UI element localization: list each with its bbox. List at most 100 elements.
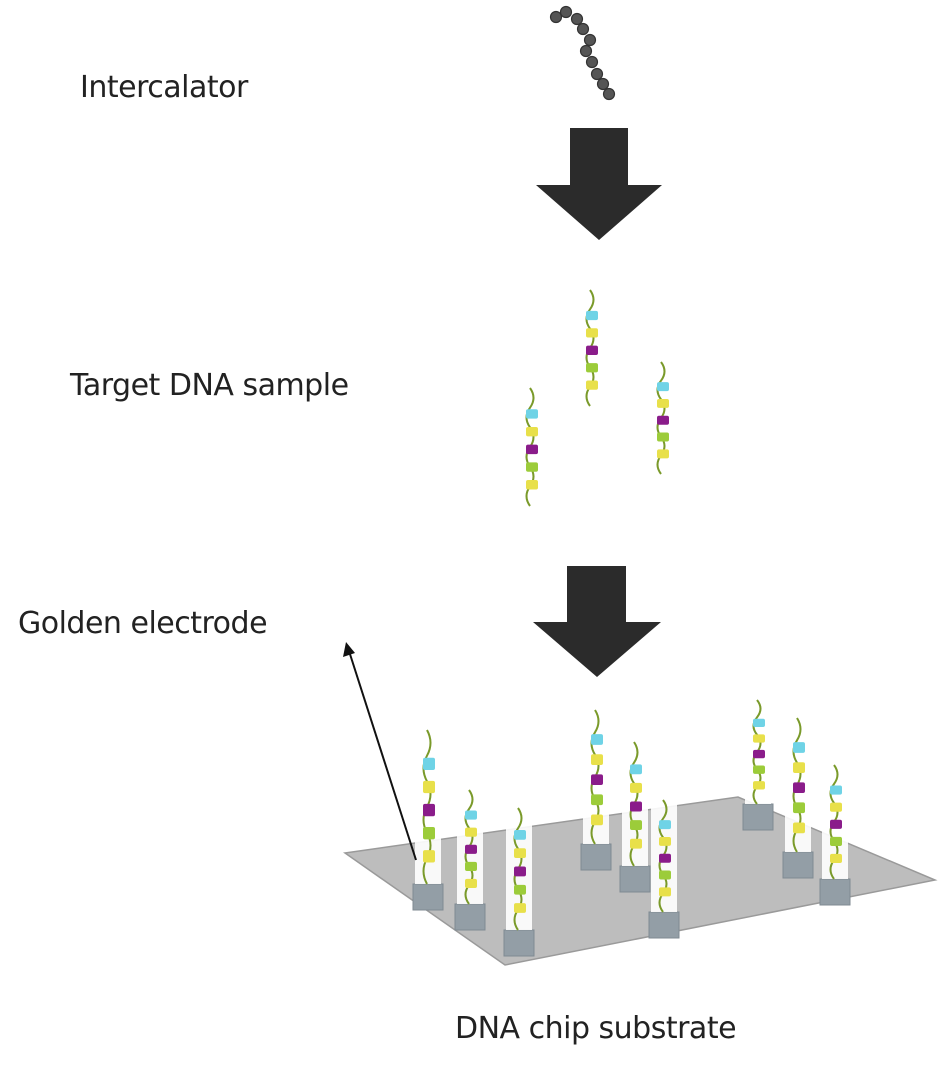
electrode-pad-icon (454, 903, 486, 931)
dna-base (659, 853, 671, 863)
dna-base (830, 802, 842, 812)
intercalator-bead (596, 77, 610, 91)
dna-base (753, 734, 765, 743)
dna-base (586, 363, 598, 373)
dna-base (423, 827, 435, 840)
dna-strand-icon (585, 289, 598, 407)
dna-strand-icon (629, 741, 642, 867)
dna-base (591, 814, 603, 826)
dna-base (586, 345, 598, 355)
down-arrow-icon (536, 128, 662, 240)
electrode-pad-icon (412, 883, 444, 911)
intercalator-bead (590, 67, 604, 81)
dna-base (591, 774, 603, 786)
electrode-pointer-arrow (343, 642, 417, 861)
dna-base (630, 782, 642, 793)
intercalator-bead (579, 44, 593, 58)
electrode-pad-icon (503, 929, 535, 957)
dna-base (630, 838, 642, 849)
dna-base (830, 836, 842, 846)
dna-base (657, 449, 669, 459)
dna-base (659, 887, 671, 897)
electrode-pad-icon (782, 851, 814, 879)
intercalator-bead (570, 12, 584, 26)
dna-base (830, 819, 842, 829)
dna-base (793, 742, 805, 753)
dna-base (465, 844, 477, 854)
dna-base (465, 878, 477, 889)
dna-base (591, 794, 603, 806)
down-arrow-icon (533, 566, 661, 677)
electrode-pad-icon (819, 878, 851, 906)
dna-strand-icon (464, 789, 477, 905)
dna-base (586, 380, 598, 390)
dna-base (659, 870, 671, 880)
dna-base (793, 802, 805, 814)
bound-dna-group (412, 699, 851, 957)
intercalator-bead (559, 5, 573, 19)
intercalator-bead (602, 87, 616, 101)
dna-strand-icon (752, 699, 765, 805)
dna-strand-icon (525, 387, 538, 507)
dna-base (526, 462, 538, 472)
dna-base (830, 853, 842, 864)
intercalator-label: Intercalator (80, 70, 248, 105)
dna-base (423, 780, 435, 794)
dna-base (753, 765, 765, 774)
intercalator-bead (576, 22, 590, 36)
dna-base (526, 444, 538, 455)
dna-base (793, 762, 805, 773)
dna-base (657, 382, 669, 392)
dna-strand-icon (658, 799, 671, 913)
dna-strand-icon (792, 717, 805, 853)
intercalator-bead (585, 55, 599, 69)
dna-strand-icon (590, 709, 603, 845)
electrode-pad-icon (742, 803, 774, 831)
dna-base (659, 820, 671, 830)
dna-base (630, 764, 642, 775)
dna-base (657, 415, 669, 425)
dna-base (514, 829, 526, 840)
electrode-pad-icon (619, 865, 651, 893)
dna-base (526, 426, 538, 437)
dna-base (465, 810, 477, 820)
dna-base (465, 861, 477, 871)
dna-base (423, 803, 435, 817)
dna-strand-icon (829, 764, 842, 880)
dna-base (514, 884, 526, 895)
dna-base (591, 754, 603, 765)
intercalator-bead (583, 33, 597, 47)
dna-base (514, 848, 526, 859)
dna-base (657, 432, 669, 442)
dna-base (830, 785, 842, 795)
dna-base (659, 836, 671, 846)
dna-base (586, 328, 598, 338)
dna-base (753, 781, 765, 790)
golden-electrode-label: Golden electrode (18, 606, 268, 641)
dna-base (514, 903, 526, 913)
dna-base (753, 749, 765, 759)
dna-strand-icon (656, 361, 669, 475)
dna-strand-icon (513, 807, 526, 931)
target-dna-group (525, 289, 669, 507)
dna-base (591, 734, 603, 745)
dna-base (423, 850, 435, 863)
dna-base (793, 822, 805, 834)
intercalator-icon (549, 5, 616, 101)
dna-base (423, 757, 435, 771)
dna-base (657, 398, 669, 408)
dna-base (793, 782, 805, 794)
dna-base (514, 866, 526, 877)
chip-substrate-label: DNA chip substrate (455, 1011, 737, 1046)
dna-base (526, 409, 538, 419)
dna-base (630, 820, 642, 831)
target-dna-label: Target DNA sample (70, 368, 349, 403)
dna-strand-icon (422, 729, 435, 885)
dna-base (526, 480, 538, 490)
dna-base (753, 718, 765, 728)
dna-base (586, 310, 598, 321)
intercalator-bead (549, 10, 563, 24)
dna-base (465, 827, 477, 837)
electrode-pad-icon (580, 843, 612, 871)
